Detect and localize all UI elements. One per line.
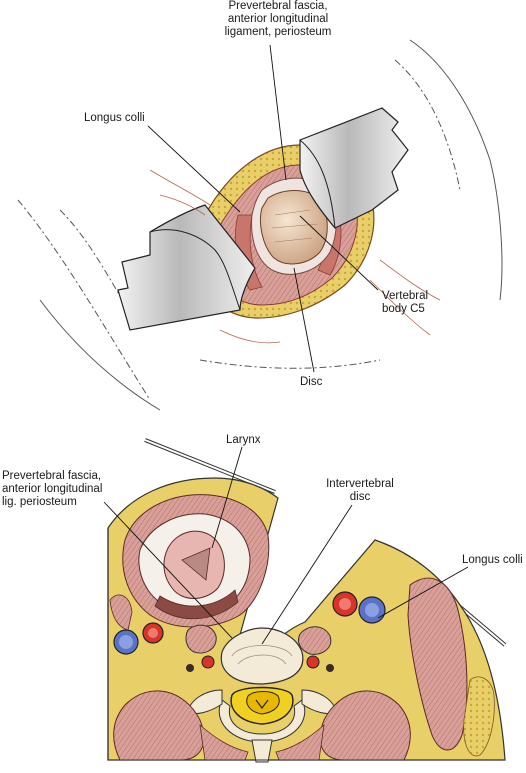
left-lateral-muscle <box>109 594 133 631</box>
right-jugular-inner <box>365 603 379 617</box>
top-figure <box>17 39 503 411</box>
leader-longus-bottom <box>377 566 469 619</box>
retractor-right <box>299 107 409 229</box>
larynx-dark-band <box>154 589 239 620</box>
right-scm-muscle <box>407 577 468 751</box>
leader-vertebral <box>299 215 379 291</box>
retractor-right-blade <box>299 139 336 229</box>
retractor-left <box>117 204 256 331</box>
leader-longus-top <box>147 125 241 213</box>
neck-outline-right <box>409 39 503 301</box>
retractor-left-blade <box>149 229 241 311</box>
label-prevertebral-fascia-bottom: Prevertebral fascia, anterior longitudin… <box>2 470 103 508</box>
tissue-strands <box>149 169 441 344</box>
neck-outline-bottom <box>199 359 381 369</box>
spinous-process <box>251 739 273 763</box>
longus-colli-right-section <box>297 626 332 655</box>
label-larynx: Larynx <box>226 434 261 446</box>
label-prevertebral-fascia-top: Prevertebral fascia, anterior longitudin… <box>224 0 332 38</box>
retractor-handle-left-inner <box>144 439 276 493</box>
left-jugular-vein-inner <box>119 635 133 649</box>
label-intervertebral-disc: Intervertebral disc <box>326 478 394 503</box>
spinal-cord <box>246 691 280 715</box>
label-disc: Disc <box>300 376 323 388</box>
leader-fascia-top <box>269 44 287 181</box>
right-carotid-inner <box>339 598 351 610</box>
longus-colli-left-section <box>185 624 217 654</box>
left-carotid-inner <box>148 628 158 638</box>
spinal-cord-grey <box>255 699 269 709</box>
vertebral-body-c5 <box>260 190 328 265</box>
label-longus-colli-bottom: Longus colli <box>462 554 523 566</box>
neck-outline-chin <box>39 299 161 411</box>
intervertebral-disc <box>220 627 304 685</box>
bottom-figure <box>103 438 507 763</box>
vertebral-artery-right <box>306 655 320 669</box>
posterior-muscle-center-right <box>275 723 325 761</box>
leader-intervertebral <box>261 504 353 645</box>
neck-outline-right-2 <box>394 59 461 191</box>
label-vertebral-body-c5: Vertebral body C5 <box>382 290 429 315</box>
posterior-muscle-center-left <box>199 723 249 761</box>
vertebral-texture <box>271 209 319 243</box>
right-fat-lobules <box>463 676 495 757</box>
neck-outline-left <box>17 199 151 401</box>
disc-rings <box>231 645 293 665</box>
larynx-lumen <box>181 547 211 581</box>
leader-disc <box>293 267 315 373</box>
leader-larynx <box>211 446 243 549</box>
small-vein-right <box>326 664 334 672</box>
label-longus-colli-top: Longus colli <box>84 112 145 124</box>
small-vein-left <box>186 664 194 672</box>
vertebral-artery-left <box>201 655 215 669</box>
leader-fascia-bottom <box>103 501 233 639</box>
